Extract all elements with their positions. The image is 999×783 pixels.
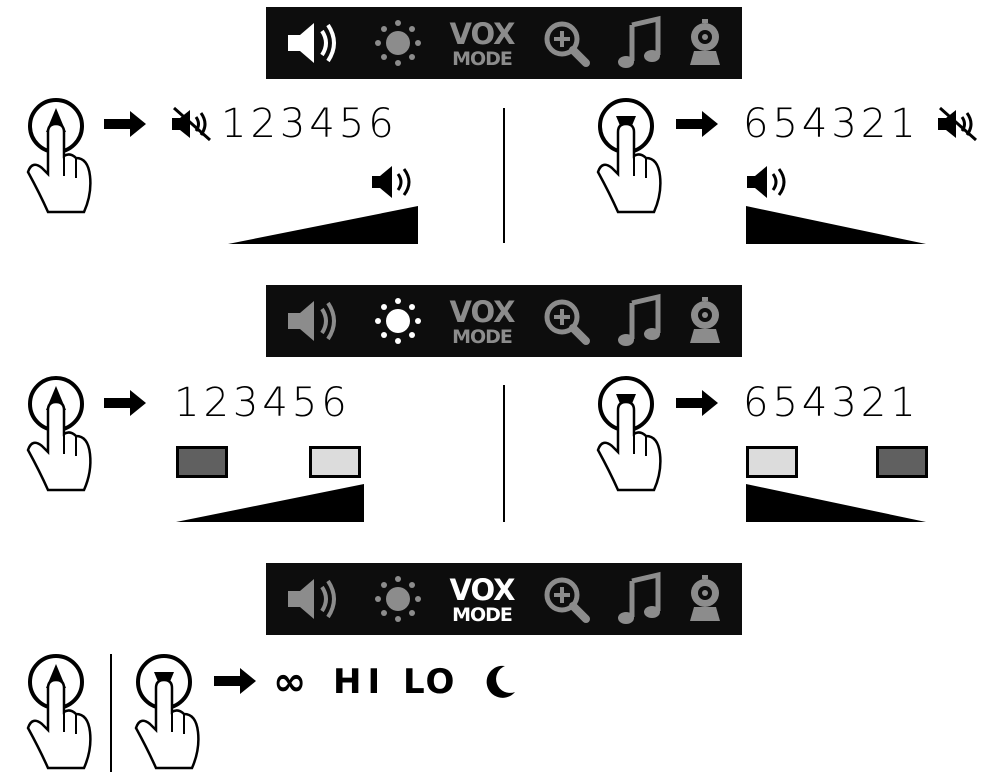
arrow-right-icon <box>676 390 718 416</box>
music-note-icon <box>614 285 666 357</box>
zoom-icon <box>538 285 594 357</box>
camera-icon <box>680 7 730 79</box>
vox-label-line1: VOX <box>449 295 516 329</box>
music-note-icon <box>614 7 666 79</box>
hand-press-up-icon <box>18 376 96 496</box>
arrow-right-icon <box>676 111 718 137</box>
zoom-icon <box>538 563 594 635</box>
mode-infinity: ∞ <box>273 659 307 705</box>
brightness-up-ramp <box>176 484 366 522</box>
vox-label-line2: MODE <box>452 326 513 348</box>
sun-icon <box>370 7 426 79</box>
speaker-icon <box>284 285 348 357</box>
mode-lo: LO <box>403 662 457 702</box>
brightness-down-sequence: 654321 <box>743 380 920 426</box>
section-divider <box>503 385 505 522</box>
mode-hi: HI <box>333 662 387 702</box>
volume-down-sequence: 654321 <box>743 101 920 147</box>
camera-icon <box>680 563 730 635</box>
moon-icon <box>479 662 519 702</box>
vox-mode-sequence: ∞ HI LO <box>273 660 519 704</box>
dark-screen-box <box>176 446 228 478</box>
speaker-mute-icon <box>170 106 216 142</box>
hand-press-down-icon <box>126 654 204 774</box>
dark-screen-box <box>876 446 928 478</box>
vox-label-line1: VOX <box>449 573 516 607</box>
section-divider <box>503 108 505 243</box>
speaker-icon <box>284 7 348 79</box>
volume-up-sequence: 123456 <box>221 101 398 147</box>
vox-label-line2: MODE <box>452 48 513 70</box>
hand-press-up-icon <box>18 654 96 774</box>
light-screen-box <box>746 446 798 478</box>
zoom-icon <box>538 7 594 79</box>
camera-icon <box>680 285 730 357</box>
sun-icon <box>370 563 426 635</box>
volume-down-ramp <box>746 206 928 244</box>
toolbar-brightness-active: VOX MODE <box>266 285 742 357</box>
speaker-icon <box>370 164 420 200</box>
section-divider <box>110 654 112 772</box>
vox-label-line2: MODE <box>452 604 513 626</box>
arrow-right-icon <box>214 668 256 694</box>
vox-mode-label: VOX MODE <box>446 20 518 69</box>
speaker-icon <box>284 563 348 635</box>
arrow-right-icon <box>104 390 146 416</box>
hand-press-up-icon <box>18 98 96 218</box>
vox-mode-label: VOX MODE <box>446 576 518 625</box>
hand-press-down-icon <box>588 98 666 218</box>
toolbar-vox-active: VOX MODE <box>266 563 742 635</box>
vox-mode-label: VOX MODE <box>446 298 518 347</box>
arrow-right-icon <box>104 111 146 137</box>
toolbar-volume-active: VOX MODE <box>266 7 742 79</box>
vox-label-line1: VOX <box>449 17 516 51</box>
brightness-up-sequence: 123456 <box>174 380 351 426</box>
speaker-mute-icon <box>936 106 982 142</box>
music-note-icon <box>614 563 666 635</box>
hand-press-down-icon <box>588 376 666 496</box>
light-screen-box <box>309 446 361 478</box>
speaker-icon <box>745 164 795 200</box>
volume-up-ramp <box>228 206 420 244</box>
sun-icon <box>370 285 426 357</box>
brightness-down-ramp <box>746 484 928 522</box>
